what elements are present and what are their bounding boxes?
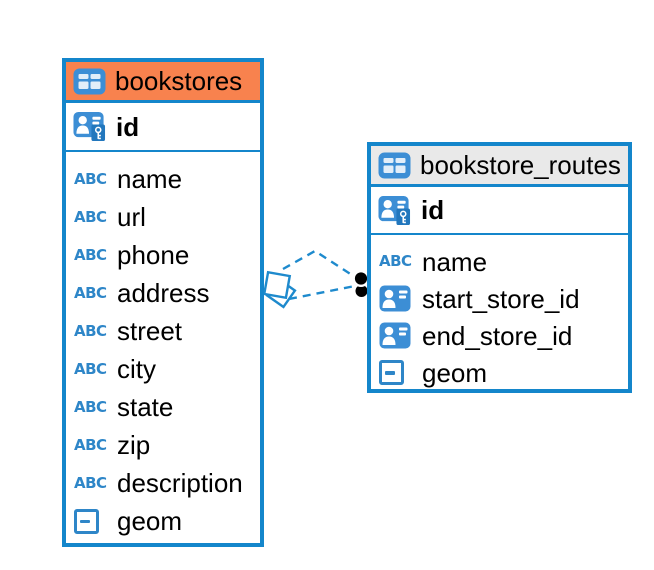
column-row-name[interactable]: ABC name: [66, 160, 260, 198]
text-type-icon: ABC: [74, 473, 107, 492]
table-icon: [378, 152, 411, 179]
person-key-icon: [73, 111, 106, 142]
column-name: url: [117, 202, 146, 232]
column-name: end_store_id: [422, 320, 573, 351]
relationship-line-upper[interactable]: [282, 249, 356, 279]
text-type-icon: ABC: [74, 435, 107, 454]
entity-table-bookstore-routes[interactable]: bookstore_routes id: [367, 142, 632, 393]
column-name: geom: [117, 506, 183, 536]
column-name: phone: [117, 240, 190, 270]
table-header[interactable]: bookstores: [66, 62, 260, 103]
relationship-line-lower[interactable]: [288, 284, 356, 301]
primary-key-name: id: [116, 111, 140, 142]
column-name: start_store_id: [422, 283, 580, 314]
column-name: address: [117, 278, 210, 308]
column-row-phone[interactable]: ABC phone: [66, 236, 260, 274]
column-row-address[interactable]: ABC address: [66, 274, 260, 312]
column-name: name: [117, 164, 183, 194]
table-title: bookstores: [115, 66, 243, 96]
geometry-type-icon: [74, 508, 107, 534]
column-row-start-store-id[interactable]: start_store_id: [371, 280, 628, 317]
column-row-url[interactable]: ABC url: [66, 198, 260, 236]
text-type-icon: ABC: [74, 245, 107, 264]
text-type-icon: ABC: [74, 207, 107, 226]
column-row-state[interactable]: ABC state: [66, 388, 260, 426]
column-row-name[interactable]: ABC name: [371, 243, 628, 280]
person-key-icon: [378, 195, 411, 226]
primary-key-row[interactable]: id: [66, 103, 260, 152]
column-row-geom[interactable]: geom: [371, 354, 628, 391]
column-list: ABC name ABC url ABC phone ABC address A…: [66, 152, 260, 540]
diamond-marker: [262, 270, 297, 309]
column-list: ABC name start_store_id: [371, 235, 628, 391]
primary-key-name: id: [421, 195, 445, 225]
column-row-end-store-id[interactable]: end_store_id: [371, 317, 628, 354]
primary-key-row[interactable]: id: [371, 187, 628, 235]
column-row-geom[interactable]: geom: [66, 502, 260, 540]
text-type-icon: ABC: [74, 359, 107, 378]
geometry-type-icon: [379, 360, 412, 385]
person-reference-icon: [379, 285, 412, 312]
black-dot-marker: [352, 270, 370, 297]
column-name: state: [117, 392, 174, 422]
column-name: description: [117, 468, 243, 498]
person-reference-icon: [379, 322, 412, 349]
text-type-icon: ABC: [379, 252, 412, 270]
text-type-icon: ABC: [74, 397, 107, 416]
column-name: city: [117, 354, 156, 384]
entity-table-bookstores[interactable]: bookstores id A: [62, 58, 264, 547]
column-row-zip[interactable]: ABC zip: [66, 426, 260, 464]
text-type-icon: ABC: [74, 283, 107, 302]
column-name: zip: [117, 430, 151, 460]
column-name: geom: [422, 357, 488, 388]
column-name: name: [422, 246, 488, 277]
column-row-description[interactable]: ABC description: [66, 464, 260, 502]
table-icon: [73, 68, 106, 95]
column-row-street[interactable]: ABC street: [66, 312, 260, 350]
text-type-icon: ABC: [74, 169, 107, 188]
column-row-city[interactable]: ABC city: [66, 350, 260, 388]
text-type-icon: ABC: [74, 321, 107, 340]
table-header[interactable]: bookstore_routes: [371, 146, 628, 187]
column-name: street: [117, 316, 183, 346]
table-title: bookstore_routes: [420, 150, 621, 180]
